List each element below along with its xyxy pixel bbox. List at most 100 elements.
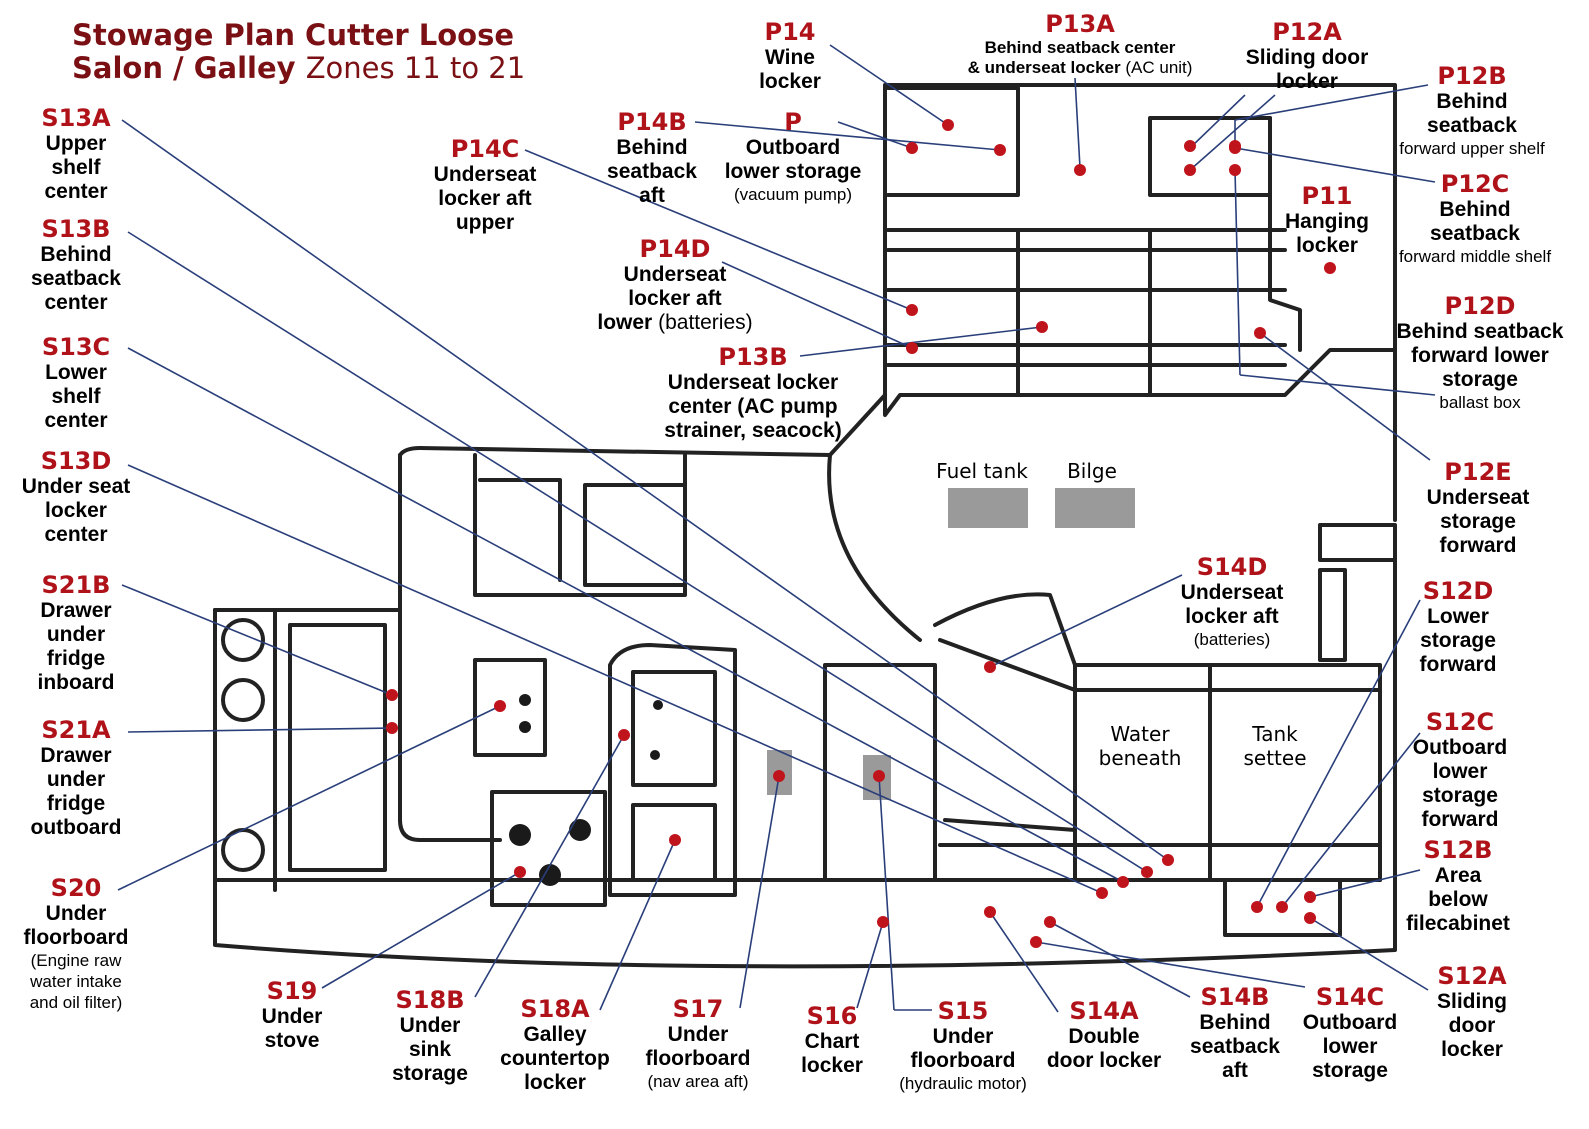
- zone-marker-s21a[interactable]: [386, 722, 398, 734]
- zone-code: S12D: [1422, 577, 1494, 605]
- zone-code: S12B: [1423, 836, 1493, 864]
- leader-line-s16: [856, 921, 884, 1009]
- zone-marker-s13c[interactable]: [1117, 876, 1129, 888]
- zone-code: S17: [672, 995, 724, 1023]
- zone-marker-s14b[interactable]: [1044, 916, 1056, 928]
- zone-marker-p12d[interactable]: [1254, 327, 1266, 339]
- zone-marker-p12a[interactable]: [1184, 140, 1196, 152]
- zone-marker-p12c[interactable]: [1229, 164, 1241, 176]
- zone-name-line: floorboard: [645, 1047, 751, 1070]
- zone-name-line: door locker: [1046, 1049, 1162, 1072]
- zone-code: P12B: [1437, 62, 1507, 90]
- leader-line-p12c: [1234, 147, 1436, 183]
- zone-name-line: door: [1448, 1014, 1496, 1037]
- water-beneath-line-2: beneath: [1098, 746, 1182, 770]
- zone-marker-p14b[interactable]: [994, 144, 1006, 156]
- leader-line-s14c: [1035, 941, 1306, 988]
- zone-marker-p14[interactable]: [942, 119, 954, 131]
- zone-code: P14D: [639, 235, 711, 263]
- zone-name-line: Galley: [523, 1023, 587, 1046]
- zone-marker-p14d[interactable]: [906, 342, 918, 354]
- zone-code: S12C: [1425, 708, 1495, 736]
- tank-settee-label: Tank settee: [1243, 722, 1306, 770]
- zone-marker-s13b[interactable]: [1141, 866, 1153, 878]
- leader-line-p12b: [1234, 84, 1429, 121]
- zone-name-line: seatback: [607, 160, 697, 183]
- zone-name-line: center: [44, 180, 108, 203]
- zone-marker-s14a[interactable]: [984, 906, 996, 918]
- zone-code: P14B: [617, 108, 687, 136]
- plan-subtitle: Salon / Galley Zones 11 to 21: [72, 51, 525, 85]
- zone-marker-s18a[interactable]: [669, 834, 681, 846]
- zone-name-line: Sliding: [1437, 990, 1507, 1013]
- zone-code: S12A: [1437, 962, 1507, 990]
- zone-marker-s12d[interactable]: [1251, 901, 1263, 913]
- leader-line-s18b: [474, 734, 625, 998]
- zone-marker-s14d[interactable]: [984, 661, 996, 673]
- zone-note-line: (batteries): [1193, 630, 1271, 649]
- leader-line-s14d: [989, 574, 1183, 668]
- zone-marker-s19[interactable]: [514, 866, 526, 878]
- zone-marker-s14c[interactable]: [1030, 936, 1042, 948]
- zone-marker-p12c[interactable]: [1229, 142, 1241, 154]
- zone-name-line: shelf: [51, 156, 101, 179]
- zone-marker-p13a[interactable]: [1074, 164, 1086, 176]
- zone-code: P12D: [1444, 292, 1516, 320]
- zone-name-line: Double: [1068, 1025, 1140, 1048]
- zone-marker-s21b[interactable]: [386, 689, 398, 701]
- zone-name-line: Behind: [1199, 1011, 1271, 1034]
- zone-marker-p11[interactable]: [1324, 262, 1336, 274]
- leader-line-s21b: [121, 584, 393, 696]
- zone-marker-p[interactable]: [906, 142, 918, 154]
- zone-marker-s13a[interactable]: [1162, 854, 1174, 866]
- zone-name-line: Behind seatback: [1396, 320, 1564, 343]
- zone-name-line: locker: [1276, 70, 1338, 93]
- plan-subtitle-area: Salon / Galley: [72, 51, 296, 85]
- zone-name-line: locker: [1296, 234, 1358, 257]
- zone-code: P11: [1301, 182, 1353, 210]
- zone-name-bold-part: lower: [597, 311, 653, 334]
- zone-note-line: (hydraulic motor): [899, 1074, 1027, 1093]
- zone-marker-s12a[interactable]: [1304, 912, 1316, 924]
- leader-line-p12d: [1234, 169, 1241, 376]
- zone-marker-s15[interactable]: [873, 770, 885, 782]
- zone-marker-s12c[interactable]: [1276, 901, 1288, 913]
- zone-marker-p13b[interactable]: [1036, 321, 1048, 333]
- zone-name-line: Behind seatback center: [984, 38, 1176, 57]
- leader-line-p14d: [721, 261, 913, 349]
- zone-name-line: aft: [639, 184, 665, 207]
- zone-name-note-part: (AC unit): [1125, 58, 1193, 77]
- zone-name-line: center: [44, 291, 108, 314]
- zone-name-line: seatback: [1430, 222, 1520, 245]
- zone-marker-s17[interactable]: [773, 770, 785, 782]
- zone-code: S16: [806, 1002, 858, 1030]
- zone-name-line: Behind: [616, 136, 688, 159]
- zone-marker-s16[interactable]: [877, 916, 889, 928]
- zone-marker-p14c[interactable]: [906, 304, 918, 316]
- zone-marker-p12a[interactable]: [1184, 164, 1196, 176]
- zone-name-line: center: [44, 523, 108, 546]
- zone-name-line: locker: [759, 70, 821, 93]
- zone-marker-s18b[interactable]: [618, 729, 630, 741]
- zone-marker-s13d[interactable]: [1096, 887, 1108, 899]
- zone-name-line: Outboard: [1302, 1011, 1398, 1034]
- zone-name-line: seatback: [1427, 114, 1517, 137]
- zone-marker-s20[interactable]: [494, 700, 506, 712]
- zone-name-line: Wine: [765, 46, 815, 69]
- zone-marker-s12b[interactable]: [1304, 891, 1316, 903]
- zone-name-line: floorboard: [910, 1049, 1016, 1072]
- zone-name-line: Under: [261, 1005, 323, 1028]
- zone-name-bold-part: & underseat locker: [967, 58, 1121, 77]
